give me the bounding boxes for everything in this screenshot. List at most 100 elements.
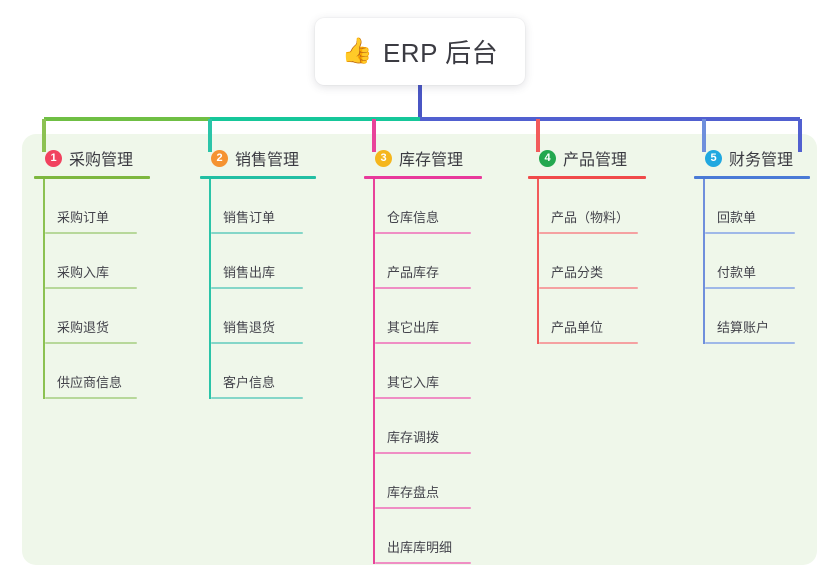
leaf-item-rule bbox=[705, 287, 795, 289]
leaf-item[interactable]: 回款单 bbox=[705, 179, 810, 234]
branch-header-2[interactable]: 2 销售管理 bbox=[200, 146, 319, 170]
leaf-item-label: 产品库存 bbox=[387, 265, 440, 280]
leaf-item-label: 库存盘点 bbox=[387, 485, 440, 500]
leaf-item[interactable]: 结算账户 bbox=[705, 289, 810, 344]
leaf-item-label: 采购订单 bbox=[57, 210, 110, 225]
leaf-item[interactable]: 库存调拨 bbox=[375, 399, 487, 454]
branch-items: 产品（物料） 产品分类产品单位 bbox=[528, 179, 651, 344]
leaf-item-rule bbox=[211, 287, 303, 289]
leaf-item[interactable]: 采购订单 bbox=[45, 179, 153, 234]
leaf-item-label: 付款单 bbox=[717, 265, 757, 280]
branch-number-badge: 3 bbox=[375, 149, 392, 167]
leaf-item-label: 产品（物料） bbox=[551, 210, 630, 225]
branch-title: 财务管理 bbox=[729, 152, 794, 169]
leaf-item-rule bbox=[539, 232, 638, 234]
leaf-item-rule bbox=[45, 287, 137, 289]
branch-title: 采购管理 bbox=[69, 152, 134, 169]
leaf-item[interactable]: 产品单位 bbox=[539, 289, 651, 344]
leaf-item[interactable]: 其它出库 bbox=[375, 289, 487, 344]
leaf-item-rule bbox=[705, 232, 795, 234]
branch-spine bbox=[209, 179, 211, 399]
branch-number-badge: 5 bbox=[705, 149, 722, 167]
leaf-item-label: 销售退货 bbox=[223, 320, 276, 335]
leaf-item-rule bbox=[45, 232, 137, 234]
leaf-item-rule bbox=[211, 232, 303, 234]
leaf-item[interactable]: 供应商信息 bbox=[45, 344, 153, 399]
branch-header-rule bbox=[364, 176, 482, 179]
branch-items: 回款单付款单结算账户 bbox=[694, 179, 810, 344]
root-node-title: ERP 后台 bbox=[382, 38, 499, 68]
leaf-item-rule bbox=[375, 397, 471, 399]
branch-title: 库存管理 bbox=[399, 152, 464, 169]
leaf-item[interactable]: 销售订单 bbox=[211, 179, 319, 234]
leaf-item-rule bbox=[45, 342, 137, 344]
leaf-item-label: 其它出库 bbox=[387, 320, 440, 335]
leaf-item-rule bbox=[211, 397, 303, 399]
leaf-item-rule bbox=[375, 452, 471, 454]
leaf-item-rule bbox=[705, 342, 795, 344]
branch-header-rule bbox=[528, 176, 646, 179]
branch-items: 销售订单销售出库销售退货客户信息 bbox=[200, 179, 319, 399]
branch-spine bbox=[373, 179, 375, 564]
branch-column-4: 4 产品管理产品（物料） 产品分类产品单位 bbox=[528, 146, 651, 344]
leaf-item[interactable]: 采购退货 bbox=[45, 289, 153, 344]
leaf-item[interactable]: 其它入库 bbox=[375, 344, 487, 399]
root-node[interactable]: 👍 ERP 后台 bbox=[315, 18, 525, 85]
leaf-item-label: 供应商信息 bbox=[57, 375, 123, 390]
leaf-item-label: 库存调拨 bbox=[387, 430, 440, 445]
leaf-item-rule bbox=[375, 562, 471, 564]
leaf-item-label: 结算账户 bbox=[717, 320, 770, 335]
leaf-item[interactable]: 产品库存 bbox=[375, 234, 487, 289]
leaf-item-label: 销售订单 bbox=[223, 210, 276, 225]
leaf-item-rule bbox=[45, 397, 137, 399]
branch-items: 采购订单采购入库采购退货供应商信息 bbox=[34, 179, 153, 399]
leaf-item-rule bbox=[375, 287, 471, 289]
leaf-item[interactable]: 产品分类 bbox=[539, 234, 651, 289]
branch-title: 产品管理 bbox=[563, 152, 628, 169]
leaf-item-label: 仓库信息 bbox=[387, 210, 440, 225]
leaf-item[interactable]: 产品（物料） bbox=[539, 179, 651, 234]
branch-column-5: 5 财务管理回款单付款单结算账户 bbox=[694, 146, 810, 344]
branch-header-rule bbox=[200, 176, 316, 179]
leaf-item-label: 产品单位 bbox=[551, 320, 604, 335]
branch-items: 仓库信息产品库存其它出库其它入库库存调拨库存盘点出库库明细 bbox=[364, 179, 487, 564]
leaf-item-rule bbox=[539, 287, 638, 289]
branch-spine bbox=[537, 179, 539, 344]
leaf-item[interactable]: 出库库明细 bbox=[375, 509, 487, 564]
leaf-item[interactable]: 付款单 bbox=[705, 234, 810, 289]
leaf-item[interactable]: 仓库信息 bbox=[375, 179, 487, 234]
leaf-item[interactable]: 采购入库 bbox=[45, 234, 153, 289]
branch-column-2: 2 销售管理销售订单销售出库销售退货客户信息 bbox=[200, 146, 319, 399]
content-panel bbox=[22, 134, 817, 565]
leaf-item-rule bbox=[375, 232, 471, 234]
leaf-item[interactable]: 库存盘点 bbox=[375, 454, 487, 509]
leaf-item-label: 采购入库 bbox=[57, 265, 110, 280]
leaf-item[interactable]: 客户信息 bbox=[211, 344, 319, 399]
branch-header-rule bbox=[694, 176, 810, 179]
branch-number-badge: 1 bbox=[45, 149, 62, 167]
leaf-item-rule bbox=[211, 342, 303, 344]
branch-number-badge: 4 bbox=[539, 149, 556, 167]
leaf-item[interactable]: 销售退货 bbox=[211, 289, 319, 344]
leaf-item-rule bbox=[375, 507, 471, 509]
thumbs-up-icon: 👍 bbox=[341, 37, 373, 65]
branch-spine bbox=[43, 179, 45, 399]
branch-number-badge: 2 bbox=[211, 149, 228, 167]
branch-spine bbox=[703, 179, 705, 344]
leaf-item-label: 采购退货 bbox=[57, 320, 110, 335]
leaf-item-rule bbox=[375, 342, 471, 344]
leaf-item-label: 产品分类 bbox=[551, 265, 604, 280]
branch-header-5[interactable]: 5 财务管理 bbox=[694, 146, 810, 170]
branch-title: 销售管理 bbox=[235, 152, 300, 169]
branch-header-1[interactable]: 1 采购管理 bbox=[34, 146, 153, 170]
branch-header-3[interactable]: 3 库存管理 bbox=[364, 146, 487, 170]
leaf-item-label: 出库库明细 bbox=[387, 540, 453, 555]
leaf-item-label: 回款单 bbox=[717, 210, 757, 225]
branch-header-4[interactable]: 4 产品管理 bbox=[528, 146, 651, 170]
leaf-item-rule bbox=[539, 342, 638, 344]
leaf-item-label: 其它入库 bbox=[387, 375, 440, 390]
branch-header-rule bbox=[34, 176, 150, 179]
leaf-item[interactable]: 销售出库 bbox=[211, 234, 319, 289]
leaf-item-label: 销售出库 bbox=[223, 265, 276, 280]
